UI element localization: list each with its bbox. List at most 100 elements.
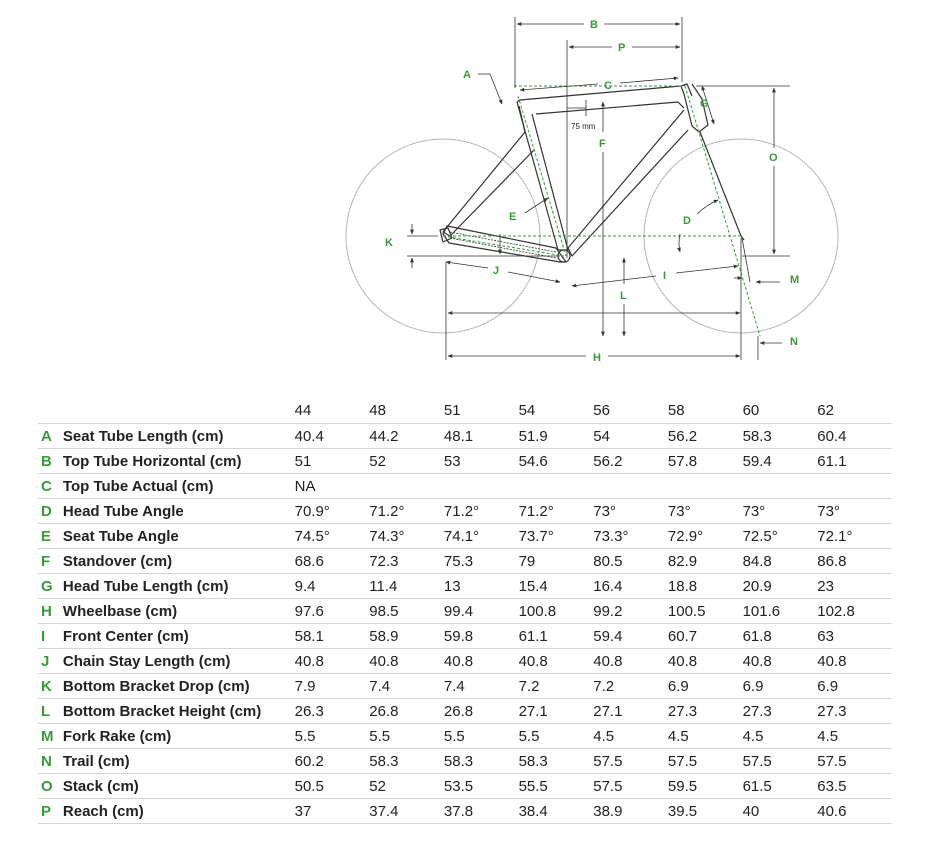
- bike-frame: [439, 83, 745, 263]
- chain: [449, 231, 557, 259]
- row-value: 27.3: [742, 698, 818, 724]
- row-value: 71.2°: [443, 498, 519, 524]
- row-value: 27.3: [817, 698, 892, 724]
- row-value: 71.2°: [518, 498, 594, 524]
- row-value: 38.4: [518, 798, 594, 824]
- row-value: 97.6: [294, 598, 370, 624]
- row-measurement-name: Top Tube Horizontal (cm): [62, 448, 295, 474]
- label-P: P: [618, 42, 625, 54]
- row-letter: G: [38, 573, 63, 599]
- row-value: 4.5: [742, 723, 818, 749]
- row-letter: N: [38, 748, 63, 774]
- row-value: 71.2°: [369, 498, 444, 524]
- row-value: 51: [294, 448, 370, 474]
- row-value: 61.1: [518, 623, 594, 649]
- row-letter: J: [38, 648, 63, 674]
- row-value: [593, 473, 668, 499]
- label-A: A: [463, 69, 471, 81]
- label-H: H: [593, 352, 601, 364]
- label-I: I: [663, 270, 666, 282]
- row-value: 40.4: [294, 423, 370, 449]
- row-value: 73°: [742, 498, 818, 524]
- row-value: 38.9: [593, 798, 668, 824]
- row-value: 80.5: [593, 548, 668, 574]
- row-value: 37.4: [369, 798, 444, 824]
- row-value: 6.9: [817, 673, 892, 699]
- row-letter: O: [38, 773, 63, 799]
- size-column-header: 51: [443, 398, 519, 424]
- row-value: 57.5: [742, 748, 818, 774]
- row-value: 73°: [667, 498, 743, 524]
- row-value: [443, 473, 519, 499]
- row-measurement-name: Trail (cm): [62, 748, 295, 774]
- size-column-header: 44: [294, 398, 370, 424]
- row-value: 53: [443, 448, 519, 474]
- row-value: 59.5: [667, 773, 743, 799]
- row-value: 26.3: [294, 698, 370, 724]
- seat-offset-note: 75 mm: [571, 122, 596, 131]
- size-column-header: 62: [817, 398, 892, 424]
- row-measurement-name: Bottom Bracket Height (cm): [62, 698, 295, 724]
- row-value: 57.5: [593, 773, 668, 799]
- row-letter: B: [38, 448, 63, 474]
- row-value: 57.5: [593, 748, 668, 774]
- row-value: 39.5: [667, 798, 743, 824]
- row-value: 60.7: [667, 623, 743, 649]
- row-value: 58.1: [294, 623, 370, 649]
- row-value: 54.6: [518, 448, 594, 474]
- construction-lines: [442, 85, 761, 337]
- row-value: 84.8: [742, 548, 818, 574]
- row-value: 7.4: [443, 673, 519, 699]
- row-value: 58.9: [369, 623, 444, 649]
- row-value: 40: [742, 798, 818, 824]
- dimension-lines: [407, 17, 790, 360]
- row-value: 79: [518, 548, 594, 574]
- row-value: 5.5: [518, 723, 594, 749]
- label-C: C: [604, 80, 612, 92]
- row-value: 74.3°: [369, 523, 444, 549]
- row-value: 58.3: [443, 748, 519, 774]
- row-value: 6.9: [742, 673, 818, 699]
- row-value: 60.2: [294, 748, 370, 774]
- header-spacer: [38, 398, 63, 424]
- row-measurement-name: Reach (cm): [62, 798, 295, 824]
- row-value: 72.5°: [742, 523, 818, 549]
- row-letter: P: [38, 798, 63, 824]
- row-value: [667, 473, 743, 499]
- row-measurement-name: Wheelbase (cm): [62, 598, 295, 624]
- row-value: 70.9°: [294, 498, 370, 524]
- size-column-header: 56: [593, 398, 668, 424]
- label-N: N: [790, 336, 798, 348]
- row-value: 7.4: [369, 673, 444, 699]
- row-measurement-name: Standover (cm): [62, 548, 295, 574]
- row-value: 74.5°: [294, 523, 370, 549]
- row-value: 27.1: [518, 698, 594, 724]
- row-measurement-name: Head Tube Angle: [62, 498, 295, 524]
- size-column-header: 60: [742, 398, 818, 424]
- row-value: 52: [369, 448, 444, 474]
- row-measurement-name: Front Center (cm): [62, 623, 295, 649]
- row-value: 13: [443, 573, 519, 599]
- row-value: 72.1°: [817, 523, 892, 549]
- row-value: 40.8: [518, 648, 594, 674]
- label-D: D: [683, 215, 691, 227]
- row-value: 57.5: [667, 748, 743, 774]
- row-value: 23: [817, 573, 892, 599]
- row-value: 40.6: [817, 798, 892, 824]
- row-value: 40.8: [443, 648, 519, 674]
- row-value: 86.8: [817, 548, 892, 574]
- row-value: 9.4: [294, 573, 370, 599]
- row-letter: D: [38, 498, 63, 524]
- row-value: 40.8: [817, 648, 892, 674]
